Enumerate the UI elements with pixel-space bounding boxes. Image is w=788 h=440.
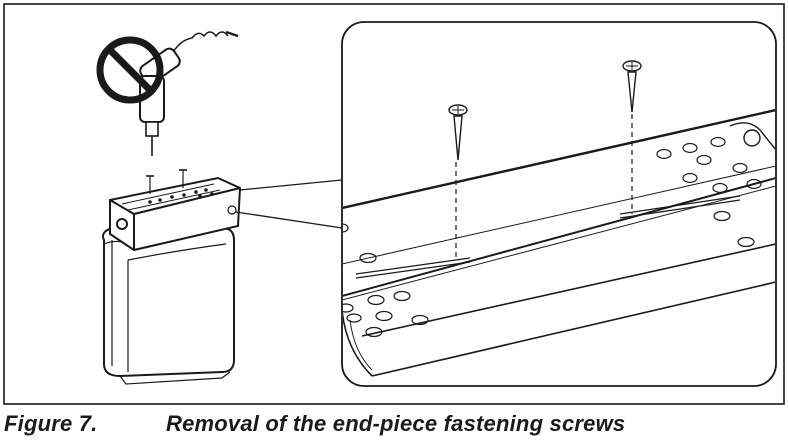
illustration-svg xyxy=(3,3,785,405)
zoom-lines xyxy=(235,179,343,229)
figure-border xyxy=(3,3,785,405)
no-power-drill-icon xyxy=(96,30,239,156)
cabinet-unit xyxy=(102,169,242,385)
figure-number: Figure 7. xyxy=(4,411,98,436)
figure-illustration xyxy=(3,3,785,405)
screw-icon xyxy=(622,60,642,214)
detail-view xyxy=(341,21,777,387)
screw-icon xyxy=(448,104,468,258)
figure-title: Removal of the end-piece fastening screw… xyxy=(166,411,626,436)
figure-caption: Figure 7. Removal of the end-piece faste… xyxy=(4,409,784,439)
